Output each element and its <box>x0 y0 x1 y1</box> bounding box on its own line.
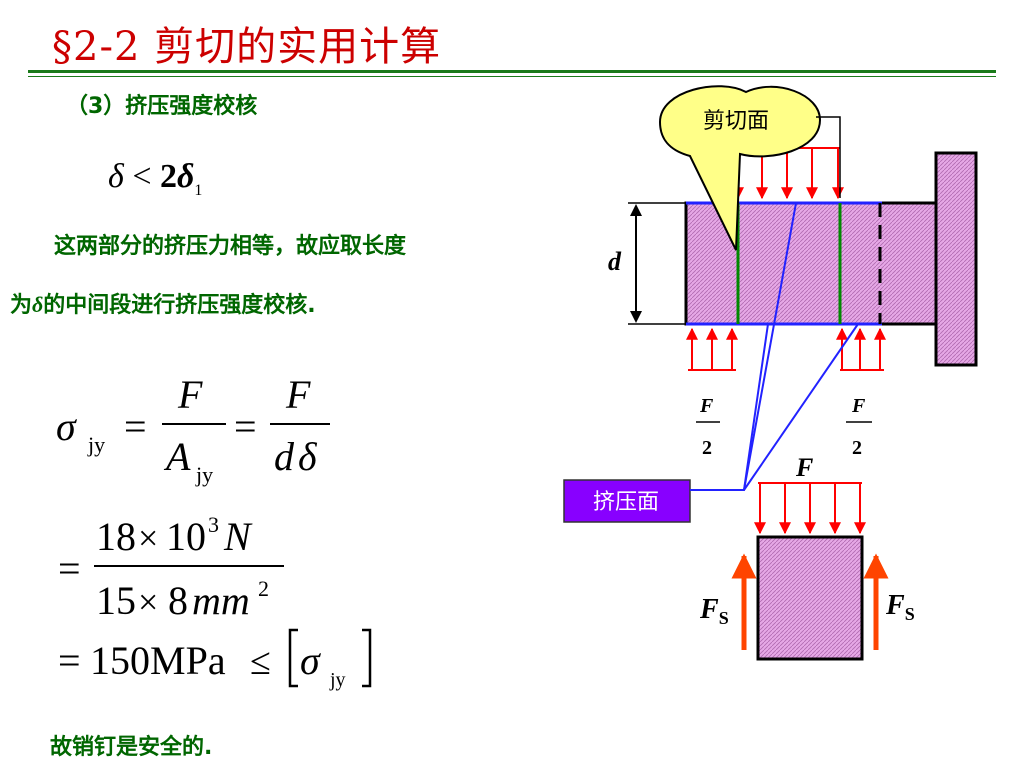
sigma-symbol: σ <box>56 404 77 449</box>
equals-sign-3: = <box>58 546 81 591</box>
page-title: §2-2 剪切的实用计算 <box>52 24 442 70</box>
sigma-subscript: jy <box>87 432 105 457</box>
unit-N: N <box>223 514 253 559</box>
delta-symbol: δ <box>108 158 124 195</box>
dim-arrowheads <box>630 204 642 323</box>
conclusion-text: 故销钉是安全的. <box>50 735 213 760</box>
half-F-left-den: 2 <box>702 437 712 459</box>
denominator-delta: δ <box>298 434 318 479</box>
paragraph-line-2: 为δ的中间段进行挤压强度校核. <box>10 287 316 319</box>
A-subscript: jy <box>195 462 213 487</box>
paragraph-line-1: 这两部分的挤压力相等，故应取长度 <box>54 234 407 259</box>
pin-head <box>934 151 978 367</box>
equals-sign-1: = <box>124 404 147 449</box>
right-reaction-arrows <box>836 327 886 370</box>
half-F-right-num: F <box>851 395 866 417</box>
times-1: × <box>138 518 158 558</box>
label-Fs-right: FS <box>885 590 915 624</box>
right-bracket <box>362 628 372 688</box>
den-15: 15 <box>96 578 136 623</box>
paragraph-prefix: 为 <box>10 293 33 318</box>
half-F-left-num: F <box>699 395 714 417</box>
coefficient: 2 <box>160 158 177 195</box>
allowable-subscript: jy <box>329 669 346 691</box>
block-load-arrows <box>754 483 866 535</box>
unit-mm: mm <box>192 578 250 623</box>
shear-callout-leader <box>816 116 841 198</box>
denominator-d: d <box>274 434 295 479</box>
den-8: 8 <box>168 578 188 623</box>
bearing-callout-box <box>563 479 691 523</box>
label-F-block: F <box>795 453 813 482</box>
bearing-callout-text: 挤压面 <box>593 490 659 515</box>
times-2: × <box>138 582 158 622</box>
less-than-sign: < <box>132 158 152 195</box>
shear-callout-bubble <box>658 85 822 251</box>
bearing-leader-lines <box>690 202 859 491</box>
pin-joint-diagram: F d F 2 F 2 剪切面 挤压面 F <box>563 85 978 661</box>
label-d: d <box>608 247 622 276</box>
denominator-A: A <box>163 434 191 479</box>
numerator-F-1: F <box>177 372 203 417</box>
less-equal-sign: ≤ <box>250 641 271 683</box>
bearing-stress-formula: σ jy = F A jy = F d δ = 18 × 10 3 N 15 ×… <box>56 372 372 691</box>
section-subheading: （3）挤压强度校核 <box>66 94 258 119</box>
label-Fs-left: FS <box>699 594 729 628</box>
delta-symbol-rhs: δ <box>177 158 195 195</box>
left-bracket <box>288 628 298 688</box>
free-body-block <box>756 535 864 661</box>
exponent-3: 3 <box>208 512 219 537</box>
equals-sign-2: = <box>234 404 257 449</box>
title-divider-thin <box>28 76 996 77</box>
exponent-2: 2 <box>258 576 269 601</box>
thickness-inequality: δ < 2δ1 <box>108 158 202 200</box>
paragraph-delta: δ <box>32 292 44 317</box>
numerator-F-2: F <box>285 372 311 417</box>
title-divider <box>28 70 996 73</box>
shear-callout-text: 剪切面 <box>703 109 769 134</box>
left-reaction-arrows <box>686 327 738 370</box>
result-value: 150MPa <box>90 638 226 683</box>
half-F-right-den: 2 <box>852 437 862 459</box>
allowable-sigma: σ <box>300 638 321 683</box>
num-10: 10 <box>166 514 206 559</box>
num-18: 18 <box>96 514 136 559</box>
equals-sign-4: = <box>58 638 81 683</box>
subscript-one: 1 <box>194 181 203 199</box>
paragraph-suffix: 的中间段进行挤压强度校核. <box>43 293 316 318</box>
